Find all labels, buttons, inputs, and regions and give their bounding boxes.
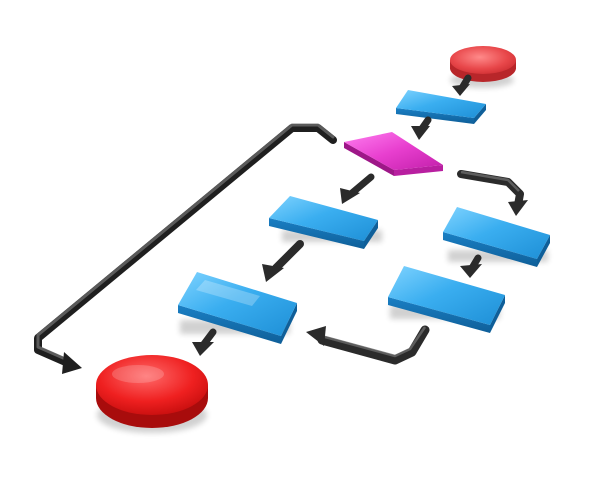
arrow-decision-to-left (340, 173, 375, 204)
process-box-right-2 (388, 266, 505, 333)
loop-arrowhead (62, 352, 82, 374)
loop-connector (34, 123, 337, 374)
process-box-right-1 (443, 207, 550, 267)
process-box-left-2 (178, 272, 297, 344)
arrow-process-1-to-decision (411, 116, 432, 140)
arrow-start-to-process-1 (452, 74, 472, 96)
arrow-right-2-to-left-2 (306, 325, 430, 365)
arrow-left-1-to-left-2 (262, 240, 304, 282)
decision-diamond (344, 132, 443, 176)
arrow-right-1-to-right-2 (460, 254, 482, 278)
process-box-left-1 (269, 196, 378, 249)
start-terminal (450, 46, 516, 82)
end-terminal (96, 355, 208, 428)
arrow-left-2-to-end (192, 328, 217, 356)
arrow-decision-to-right (457, 170, 528, 216)
process-box-1 (396, 90, 486, 124)
